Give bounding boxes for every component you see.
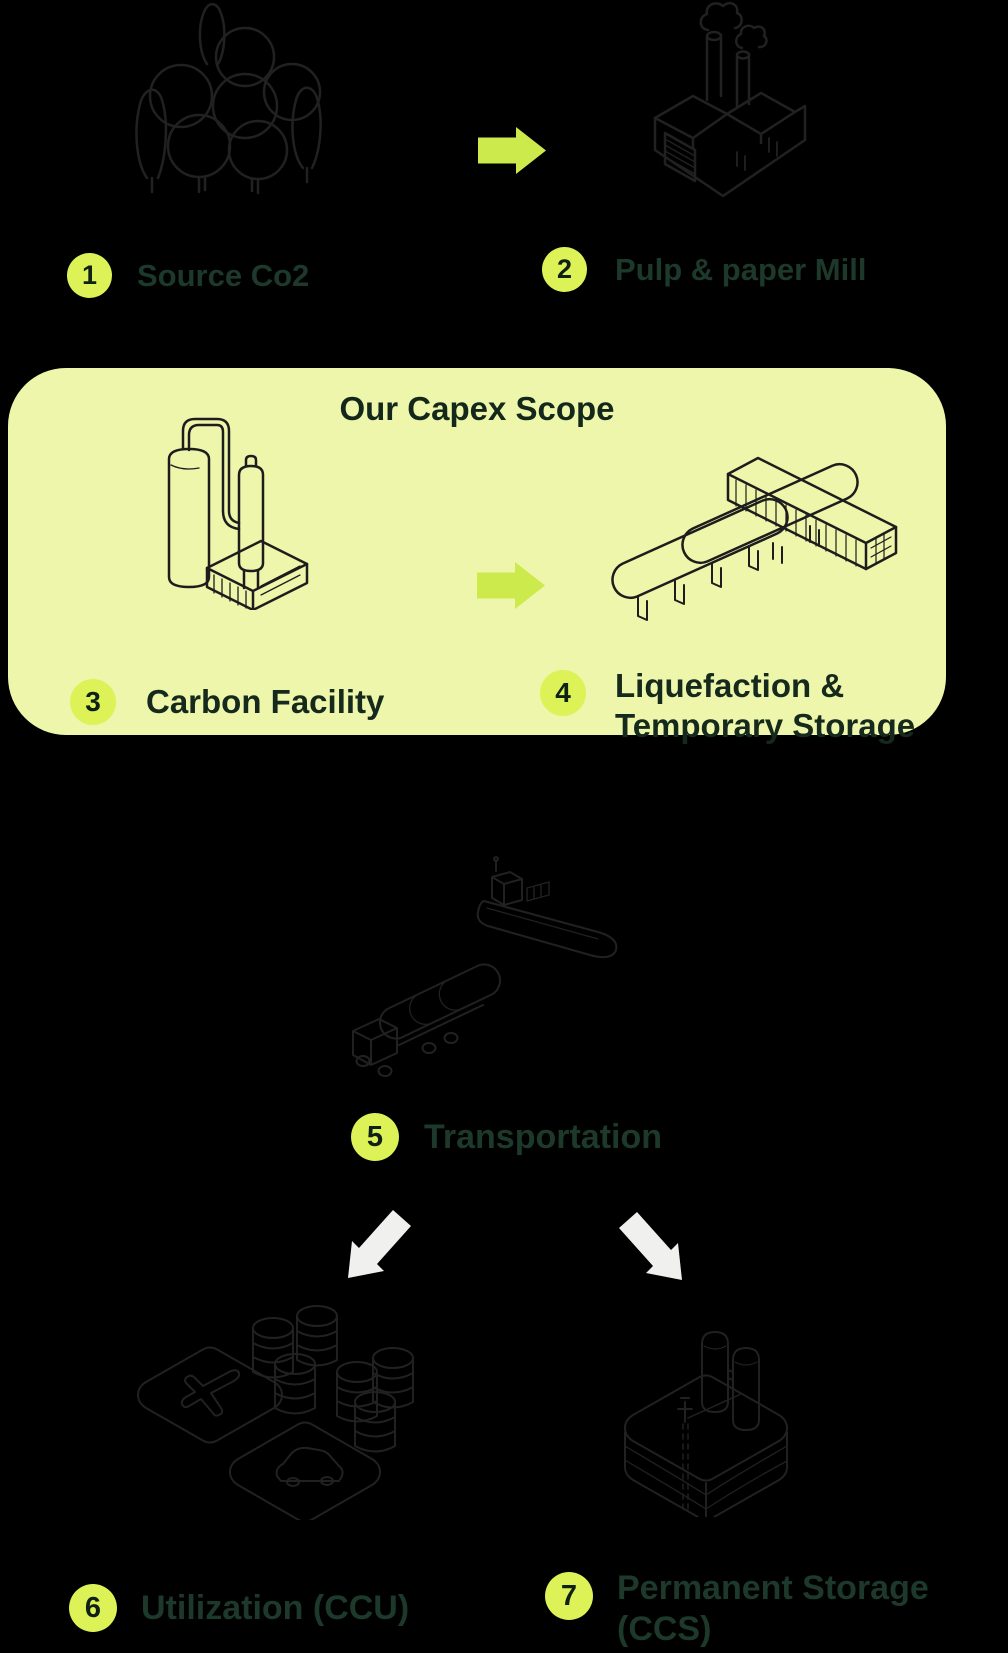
step-3-badge: 3 xyxy=(70,679,116,725)
down-left-arrow-icon xyxy=(348,1210,411,1278)
ship-icon xyxy=(476,856,618,959)
step-1-number: 1 xyxy=(81,260,98,290)
step-4-label-line1: Liquefaction & xyxy=(615,667,845,704)
truck-icon xyxy=(352,963,502,1077)
step-5-number: 5 xyxy=(366,1120,384,1153)
trees-icon xyxy=(135,2,322,195)
green-arrow-1-icon xyxy=(478,127,546,174)
step-5-label: Transportation xyxy=(424,1118,663,1156)
step-6-label: Utilization (CCU) xyxy=(141,1589,410,1627)
step-7-number: 7 xyxy=(560,1579,578,1612)
green-arrow-2-icon xyxy=(477,562,545,609)
carbon-facility-icon xyxy=(167,417,309,610)
step-6-badge: 6 xyxy=(69,1584,117,1632)
step-7-label: Permanent Storage (CCS) xyxy=(617,1568,929,1650)
step-2-label: Pulp & paper Mill xyxy=(615,252,867,287)
step-4-badge: 4 xyxy=(540,670,586,716)
step-2-number: 2 xyxy=(556,254,573,284)
utilization-icon xyxy=(137,1305,414,1520)
permanent-storage-icon xyxy=(624,1331,788,1517)
step-7-badge: 7 xyxy=(545,1572,593,1620)
step-4-label: Liquefaction & Temporary Storage xyxy=(615,666,915,746)
step-4-label-line2: Temporary Storage xyxy=(615,707,916,744)
step-4-number: 4 xyxy=(555,677,571,708)
down-right-arrow-icon xyxy=(619,1212,682,1280)
capex-scope-title: Our Capex Scope xyxy=(339,390,615,427)
step-1-label: Source Co2 xyxy=(137,258,310,293)
capex-scope-box: Our Capex Scope xyxy=(8,368,946,735)
liquefaction-storage-icon xyxy=(611,456,898,621)
step-6-number: 6 xyxy=(84,1591,102,1624)
step-7-label-line1: Permanent Storage xyxy=(617,1569,929,1607)
step-2-badge: 2 xyxy=(542,247,587,292)
step-1-badge: 1 xyxy=(67,253,112,298)
step-3-label: Carbon Facility xyxy=(146,683,385,720)
step-5-badge: 5 xyxy=(351,1113,399,1161)
step-7-label-line2: (CCS) xyxy=(617,1610,712,1648)
factory-icon xyxy=(653,1,807,198)
step-3-number: 3 xyxy=(85,686,101,717)
